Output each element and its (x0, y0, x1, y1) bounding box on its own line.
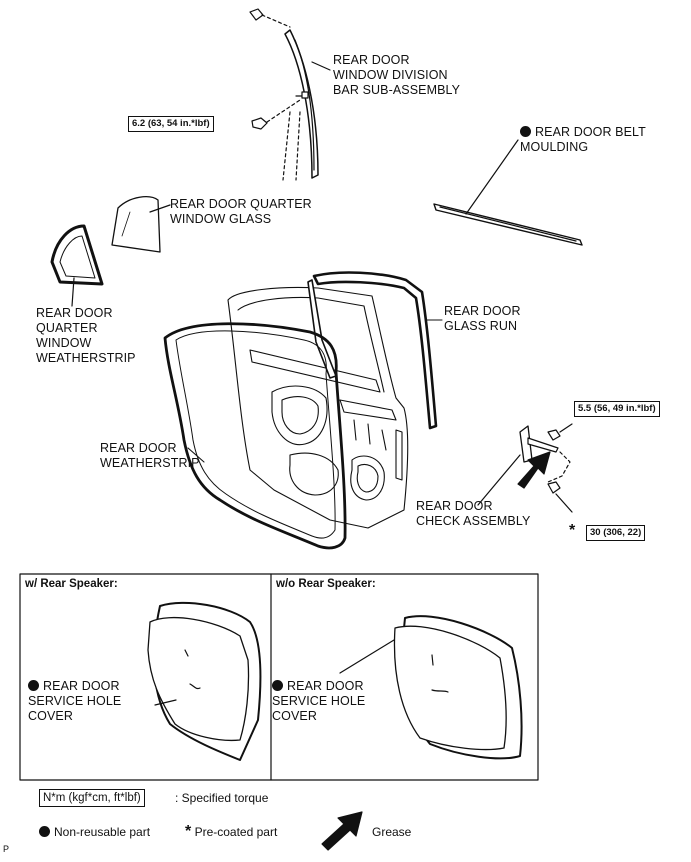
legend-grease: Grease (372, 825, 412, 839)
torque-division-bar: 6.2 (63, 54 in.*lbf) (128, 116, 214, 132)
panel-title-without-speaker: w/o Rear Speaker: (276, 578, 376, 590)
label-check-assembly: REAR DOOR CHECK ASSEMBLY (416, 499, 531, 528)
corner-mark: P (3, 844, 10, 854)
door-check-assembly (477, 423, 573, 513)
non-reusable-dot-icon (272, 680, 283, 691)
service-hole-cover-with-speaker (147, 601, 262, 761)
label-weatherstrip: REAR DOOR WEATHERSTRIP (100, 441, 200, 470)
torque-check-lower: 30 (306, 22) (586, 525, 646, 541)
legend-torque-text: : Specified torque (175, 791, 269, 805)
label-belt-moulding: REAR DOOR BELT MOULDING (520, 125, 646, 154)
belt-moulding (433, 139, 583, 246)
grease-legend-icon (321, 811, 363, 851)
service-hole-cover-without-speaker (339, 615, 523, 760)
legend-torque-box: N*m (kgf*cm, ft*lbf) (39, 789, 145, 807)
label-division-bar: REAR DOOR WINDOW DIVISION BAR SUB-ASSEMB… (333, 53, 461, 97)
non-reusable-dot-icon (520, 126, 531, 137)
top-screw-icon (249, 8, 291, 28)
torque-check-upper: 5.5 (56, 49 in.*lbf) (574, 401, 660, 417)
non-reusable-dot-icon (39, 826, 50, 837)
speaker-panels-frame (19, 573, 539, 781)
label-glass-run: REAR DOOR GLASS RUN (444, 304, 521, 333)
precoated-star-icon: * (185, 823, 192, 840)
torque-check-lower-wrap: * (569, 522, 575, 540)
door-frame (227, 286, 409, 529)
grease-arrow-icon (517, 451, 551, 489)
precoated-star-icon: * (569, 522, 576, 539)
glass-run (307, 271, 443, 430)
quarter-window-weatherstrip (50, 224, 104, 307)
panel-title-with-speaker: w/ Rear Speaker: (25, 578, 118, 590)
division-bar-bolt-icon (251, 99, 301, 130)
division-bar (282, 29, 319, 181)
quarter-window-glass (111, 196, 171, 253)
label-service-cover-no-speaker: REAR DOOR SERVICE HOLE COVER (272, 679, 366, 723)
door-weatherstrip (163, 322, 347, 550)
non-reusable-dot-icon (28, 680, 39, 691)
label-service-cover-speaker: REAR DOOR SERVICE HOLE COVER (28, 679, 122, 723)
legend-non-reusable: Non-reusable part (39, 825, 150, 839)
legend-precoated: * Pre-coated part (185, 823, 278, 840)
label-quarter-weatherstrip: REAR DOOR QUARTER WINDOW WEATHERSTRIP (36, 306, 136, 365)
label-quarter-glass: REAR DOOR QUARTER WINDOW GLASS (170, 197, 312, 226)
